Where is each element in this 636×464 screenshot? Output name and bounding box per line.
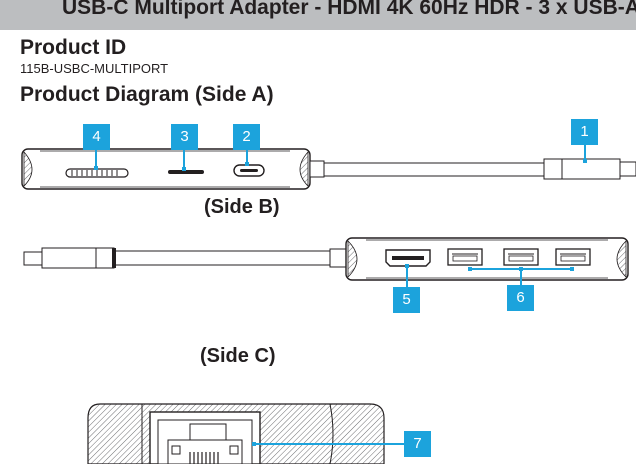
callout-6: 6 [507, 285, 534, 311]
usb-a-ports [447, 248, 591, 266]
leader-lines-side-a [95, 145, 586, 169]
side-a-device [21, 148, 311, 190]
callout-2: 2 [233, 124, 260, 150]
sd-card-slot [65, 168, 129, 178]
callout-5: 5 [393, 287, 420, 313]
side-c-device [87, 403, 385, 464]
document-title: USB-C Multiport Adapter - HDMI 4K 60Hz H… [62, 0, 636, 19]
side-b-cable [23, 247, 347, 269]
hdmi-port [385, 249, 431, 267]
usb-c-cable [309, 158, 636, 180]
callout-3: 3 [171, 124, 198, 150]
callout-4: 4 [83, 124, 110, 150]
side-b-label: (Side B) [204, 196, 280, 218]
microsd-slot [168, 170, 204, 174]
product-id-value: 115B-USBC-MULTIPORT [20, 61, 169, 76]
callout-1: 1 [571, 119, 598, 145]
product-id-label: Product ID [20, 36, 127, 59]
usb-c-port-side-a [233, 164, 265, 177]
callout-7: 7 [404, 431, 431, 457]
side-c-label: (Side C) [200, 345, 276, 367]
title-banner: USB-C Multiport Adapter - HDMI 4K 60Hz H… [0, 0, 636, 30]
diagram-heading: Product Diagram (Side A) [20, 83, 274, 106]
